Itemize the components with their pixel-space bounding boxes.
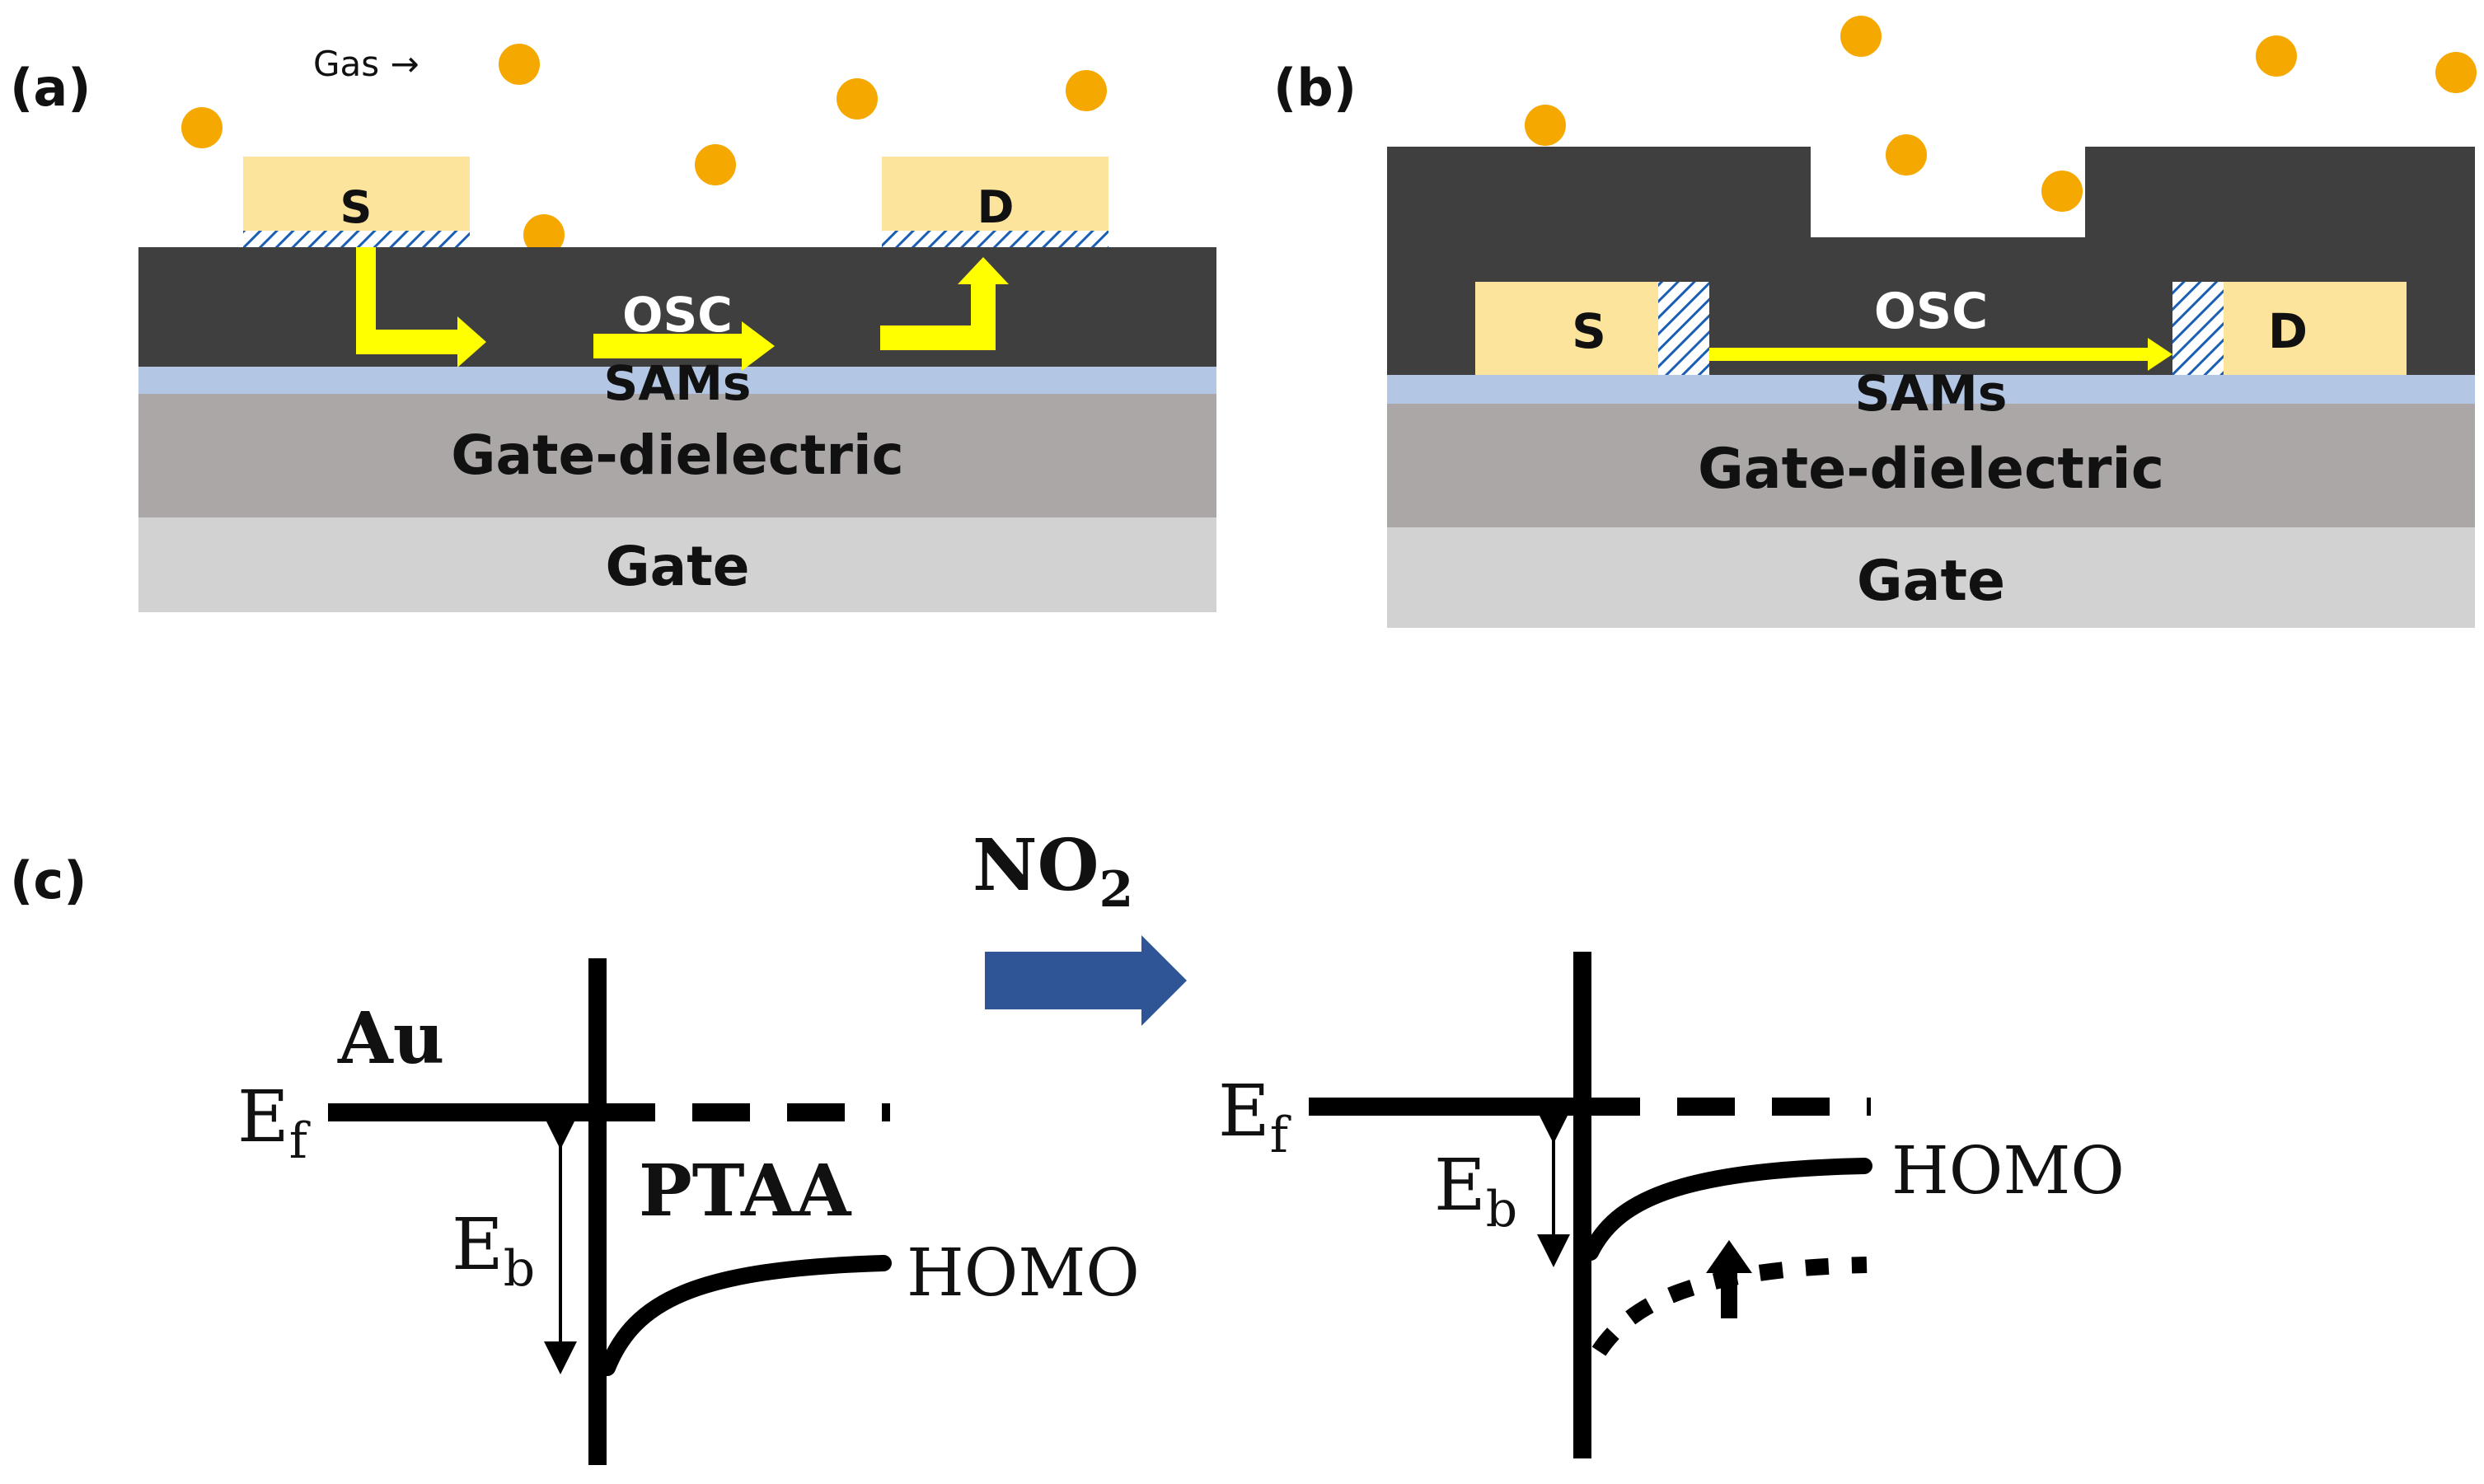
fermi-level-label: Ef xyxy=(1218,1070,1291,1164)
barrier-label-sub: b xyxy=(504,1240,535,1298)
gas-molecule xyxy=(1840,16,1882,57)
panel-c: (c) NO2 Au Ef Eb PTAA HOMO xyxy=(10,824,2125,1465)
gas-molecule xyxy=(523,214,565,255)
gas-molecules xyxy=(181,44,1107,255)
osc-label: OSC xyxy=(1874,283,1988,340)
fermi-level-label-main: E xyxy=(1218,1070,1270,1153)
fermi-level-label: Ef xyxy=(237,1076,311,1170)
gas-molecule xyxy=(1066,70,1107,111)
extraction-arrow xyxy=(880,257,1009,350)
channel-arrow xyxy=(1709,338,2172,371)
gas-molecule xyxy=(695,144,736,185)
current-path-arrows xyxy=(356,247,1009,371)
source-electrode xyxy=(1475,282,1658,375)
drain-label: D xyxy=(2268,303,2308,359)
fermi-level-label-sub: f xyxy=(1270,1107,1291,1164)
gas-molecule xyxy=(181,107,223,148)
sams-label: SAMs xyxy=(1854,365,2007,423)
gas-molecule xyxy=(499,44,540,85)
drain-contact-hatch xyxy=(2172,282,2224,375)
barrier-label-main: E xyxy=(452,1204,504,1286)
sams-label: SAMs xyxy=(604,355,752,411)
no2-label-sub: 2 xyxy=(1099,861,1134,919)
injection-arrow xyxy=(356,247,486,367)
barrier-label: Eb xyxy=(452,1204,535,1298)
barrier-label: Eb xyxy=(1434,1145,1517,1238)
homo-band-curve-original xyxy=(1591,1257,1868,1356)
fermi-level-label-sub: f xyxy=(289,1112,311,1170)
no2-label-main: NO xyxy=(973,824,1099,907)
drain-electrode xyxy=(882,157,1108,231)
panel-b-label: (b) xyxy=(1273,58,1357,118)
gas-molecules-b xyxy=(1525,16,2477,212)
gate-label: Gate xyxy=(605,535,749,598)
panel-b: (b) S D OSC SAMs Gate-dielectric Gate xyxy=(1273,16,2477,628)
barrier-label-main: E xyxy=(1434,1145,1486,1227)
semiconductor-label: PTAA xyxy=(639,1149,852,1233)
drain-electrode xyxy=(2224,282,2407,375)
fermi-level-label-main: E xyxy=(237,1076,289,1159)
gate-layer xyxy=(138,517,1216,612)
homo-band-curve xyxy=(599,1255,892,1376)
homo-label: HOMO xyxy=(1891,1132,2125,1209)
gas-molecule xyxy=(1525,105,1566,146)
gas-molecule xyxy=(837,78,878,119)
gate-dielectric-layer xyxy=(138,394,1216,517)
homo-label: HOMO xyxy=(907,1234,1140,1311)
dielectric-label: Gate-dielectric xyxy=(451,424,903,487)
gas-label: Gas → xyxy=(313,44,419,84)
sams-layer xyxy=(138,367,1216,394)
drain-contact-hatch xyxy=(882,231,1108,247)
source-label: S xyxy=(340,181,373,233)
source-contact-hatch xyxy=(1658,282,1709,375)
drain-label: D xyxy=(977,181,1015,233)
gas-molecule xyxy=(2041,171,2083,212)
osc-label: OSC xyxy=(622,287,733,343)
barrier-label-sub: b xyxy=(1486,1181,1517,1238)
panel-a-label: (a) xyxy=(10,58,91,118)
gas-molecule xyxy=(2256,35,2297,77)
no2-arrow xyxy=(985,935,1187,1026)
gate-layer xyxy=(1387,527,2475,628)
metal-label: Au xyxy=(337,997,444,1080)
sams-layer xyxy=(1387,375,2475,404)
source-label: S xyxy=(1572,303,1606,359)
source-contact-hatch xyxy=(243,231,470,247)
no2-label: NO2 xyxy=(973,824,1133,919)
band-diagram-after: Ef Eb HOMO xyxy=(1218,952,2125,1458)
homo-band-curve-shifted xyxy=(1582,1158,1872,1261)
channel-arrow xyxy=(593,321,775,371)
gas-molecule xyxy=(1886,134,1927,176)
band-shift-arrow xyxy=(1706,1240,1752,1318)
gate-dielectric-layer xyxy=(1387,404,2475,527)
panel-a: (a) Gas → S D O xyxy=(10,44,1216,612)
gate-label: Gate xyxy=(1857,549,2005,614)
dielectric-label: Gate-dielectric xyxy=(1698,437,2164,502)
gas-molecule xyxy=(2435,52,2477,93)
band-diagram-before: Au Ef Eb PTAA HOMO xyxy=(237,958,1140,1465)
panel-c-label: (c) xyxy=(10,850,87,911)
source-electrode xyxy=(243,157,470,231)
